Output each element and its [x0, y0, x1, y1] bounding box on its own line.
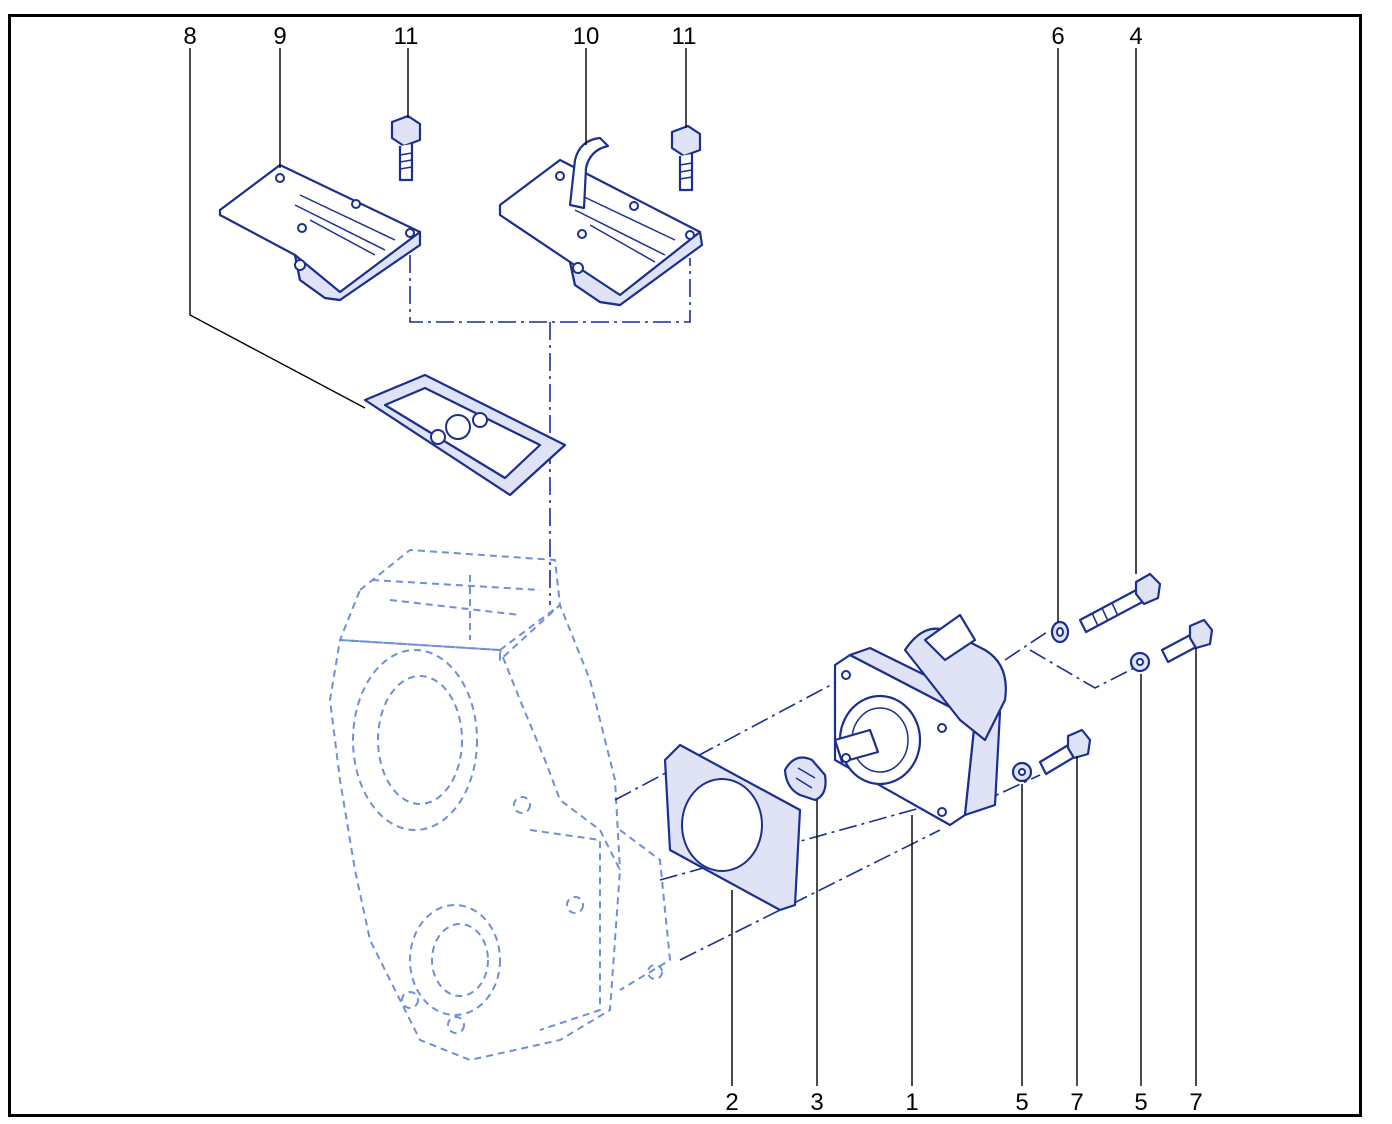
part-9-bracket	[218, 163, 422, 302]
callout-3: 3	[810, 1089, 823, 1116]
callouts-bottom: 2 3 1 5 7 5 7	[725, 1089, 1202, 1116]
part-1-hydraulic-pump	[833, 613, 1007, 827]
callout-4: 4	[1129, 23, 1142, 50]
part-4-long-bolt	[1078, 572, 1162, 634]
part-5-lock-washer-lower	[1011, 761, 1033, 783]
part-5-lock-washer-upper	[1129, 651, 1151, 673]
part-8-gasket	[363, 373, 567, 497]
part-10-bracket-with-tube	[498, 136, 704, 307]
callout-8: 8	[183, 23, 196, 50]
callout-2: 2	[725, 1089, 738, 1116]
part-2-flange-gasket	[663, 743, 802, 912]
callout-5-right: 5	[1134, 1089, 1147, 1116]
leader-lines	[189, 48, 1197, 1086]
part-7-bolt-upper	[1160, 618, 1214, 664]
gearbox-housing-ghost	[329, 549, 671, 1061]
callout-1: 1	[905, 1089, 918, 1116]
callout-7-left: 7	[1070, 1089, 1083, 1116]
part-11-bolt-right	[670, 124, 702, 192]
callouts-top: 8 9 11 10 11 6 4	[183, 23, 1142, 50]
part-7-bolt-lower	[1038, 728, 1092, 776]
part-3-coupling	[783, 756, 827, 802]
callout-5-left: 5	[1015, 1089, 1028, 1116]
callout-9: 9	[273, 23, 286, 50]
part-6-washer	[1050, 620, 1070, 644]
callout-11-left: 11	[394, 23, 419, 50]
callout-10: 10	[573, 23, 600, 50]
callout-7-right: 7	[1189, 1089, 1202, 1116]
part-11-bolt-left	[390, 114, 422, 182]
callout-11-right: 11	[672, 23, 697, 50]
callout-6: 6	[1051, 23, 1064, 50]
